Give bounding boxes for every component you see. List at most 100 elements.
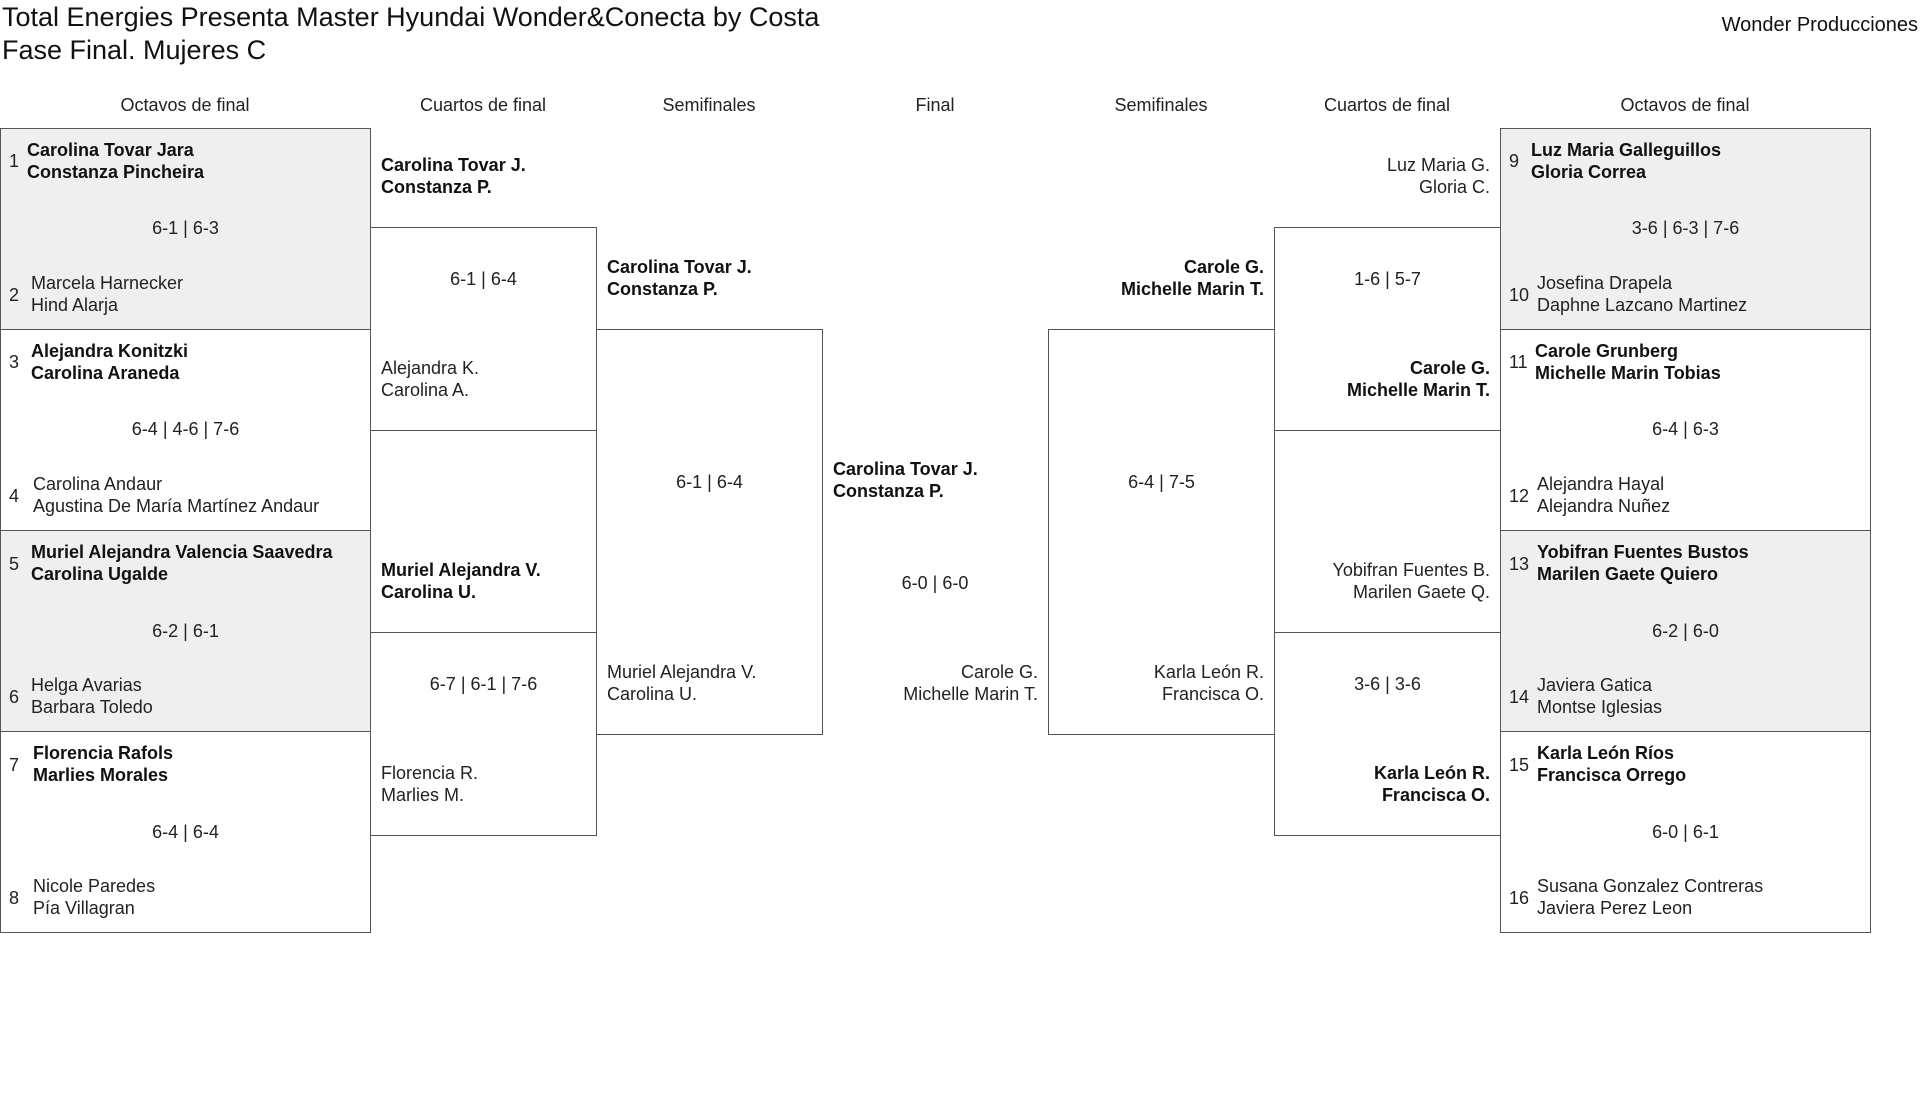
player-name: Gloria Correa — [1531, 162, 1647, 182]
match-score: 6-4 | 4-6 | 7-6 — [131, 419, 240, 439]
r16-pair[interactable]: Helga Avarias Barbara Toledo — [31, 674, 153, 718]
producer-label: Wonder Producciones — [1721, 14, 1918, 36]
sf-match-box — [596, 329, 823, 735]
r16-pair[interactable]: Alejandra Hayal Alejandra Nuñez — [1537, 473, 1670, 517]
seed-number: 16 — [1509, 888, 1530, 908]
sf-match-box — [1048, 329, 1275, 735]
r16-pair-winner[interactable]: Muriel Alejandra Valencia Saavedra Carol… — [31, 541, 332, 585]
player-name: Carole G. — [1183, 257, 1264, 277]
player-name: Muriel Alejandra Valencia Saavedra — [31, 542, 333, 562]
player-name: Carolina U. — [607, 684, 698, 704]
r16-pair-winner[interactable]: Luz Maria Galleguillos Gloria Correa — [1531, 139, 1721, 183]
player-name: Constanza P. — [833, 481, 944, 501]
sf-pair-winner[interactable]: Carolina Tovar J. Constanza P. — [607, 256, 752, 300]
qf-pair-winner[interactable]: Carole G. Michelle Marin T. — [1274, 357, 1490, 401]
player-name: Marcela Harnecker — [31, 273, 184, 293]
round-header-right-qf: Cuartos de final — [1323, 95, 1451, 115]
r16-pair-winner[interactable]: Karla León Ríos Francisca Orrego — [1537, 742, 1686, 786]
qf-pair[interactable]: Alejandra K. Carolina A. — [381, 357, 479, 401]
qf-pair[interactable]: Yobifran Fuentes B. Marilen Gaete Q. — [1274, 559, 1490, 603]
player-name: Susana Gonzalez Contreras — [1537, 876, 1764, 896]
seed-number: 9 — [1509, 151, 1520, 171]
player-name: Marlies Morales — [33, 765, 169, 785]
r16-pair[interactable]: Marcela Harnecker Hind Alarja — [31, 272, 183, 316]
seed-number: 15 — [1509, 755, 1530, 775]
player-name: Constanza P. — [381, 177, 492, 197]
r16-pair[interactable]: Javiera Gatica Montse Iglesias — [1537, 674, 1662, 718]
player-name: Carole G. — [1409, 358, 1490, 378]
r16-pair[interactable]: Nicole Paredes Pía Villagran — [33, 875, 155, 919]
qf-pair-winner[interactable]: Carolina Tovar J. Constanza P. — [381, 154, 526, 198]
r16-pair-winner[interactable]: Carolina Tovar Jara Constanza Pincheira — [27, 139, 204, 183]
player-name: Carolina Tovar J. — [381, 155, 526, 175]
qf-pair[interactable]: Florencia R. Marlies M. — [381, 762, 478, 806]
sf-pair[interactable]: Karla León R. Francisca O. — [1048, 661, 1264, 705]
r16-match-box — [1500, 128, 1871, 330]
r16-pair-winner[interactable]: Alejandra Konitzki Carolina Araneda — [31, 340, 188, 384]
player-name: Carolina Andaur — [33, 474, 163, 494]
seed-number: 13 — [1509, 554, 1530, 574]
r16-pair-winner[interactable]: Yobifran Fuentes Bustos Marilen Gaete Qu… — [1537, 541, 1749, 585]
r16-match-box — [1500, 731, 1871, 933]
player-name: Montse Iglesias — [1537, 697, 1663, 717]
seed-number: 8 — [9, 888, 20, 908]
player-name: Carolina A. — [381, 380, 470, 400]
player-name: Francisca O. — [1381, 785, 1490, 805]
match-score: 6-2 | 6-1 — [152, 621, 219, 641]
player-name: Carolina Araneda — [31, 363, 180, 383]
player-name: Marilen Gaete Q. — [1352, 582, 1490, 602]
seed-number: 6 — [9, 687, 20, 707]
page-title: Total Energies Presenta Master Hyundai W… — [2, 2, 820, 32]
seed-number: 1 — [9, 151, 20, 171]
player-name: Michelle Marin Tobias — [1535, 363, 1721, 383]
seed-number: 4 — [9, 486, 20, 506]
round-header-left-qf: Cuartos de final — [419, 95, 547, 115]
final-score: 6-0 | 6-0 — [901, 573, 969, 593]
player-name: Yobifran Fuentes B. — [1332, 560, 1490, 580]
seed-number: 5 — [9, 554, 20, 574]
player-name: Michelle Marin T. — [1120, 279, 1264, 299]
player-name: Pía Villagran — [33, 898, 135, 918]
match-score: 3-6 | 6-3 | 7-6 — [1631, 218, 1740, 238]
match-score: 3-6 | 3-6 — [1354, 674, 1421, 694]
player-name: Hind Alarja — [31, 295, 119, 315]
player-name: Carolina Tovar J. — [607, 257, 752, 277]
seed-number: 3 — [9, 352, 20, 372]
player-name: Francisca Orrego — [1537, 765, 1687, 785]
seed-number: 11 — [1509, 352, 1528, 372]
r16-pair[interactable]: Susana Gonzalez Contreras Javiera Perez … — [1537, 875, 1763, 919]
r16-pair-winner[interactable]: Florencia Rafols Marlies Morales — [33, 742, 173, 786]
player-name: Carole G. — [960, 662, 1038, 682]
player-name: Alejandra K. — [381, 358, 480, 378]
sf-pair-winner[interactable]: Carole G. Michelle Marin T. — [1048, 256, 1264, 300]
player-name: Yobifran Fuentes Bustos — [1537, 542, 1749, 562]
seed-number: 10 — [1509, 285, 1530, 305]
match-score: 6-1 | 6-4 — [676, 472, 743, 492]
player-name: Nicole Paredes — [33, 876, 156, 896]
player-name: Marilen Gaete Quiero — [1537, 564, 1719, 584]
match-score: 6-1 | 6-3 — [152, 218, 219, 238]
player-name: Carolina Tovar J. — [833, 459, 978, 479]
player-name: Javiera Gatica — [1537, 675, 1653, 695]
r16-pair[interactable]: Carolina Andaur Agustina De María Martín… — [33, 473, 319, 517]
r16-pair[interactable]: Josefina Drapela Daphne Lazcano Martinez — [1537, 272, 1747, 316]
player-name: Luz Maria Galleguillos — [1531, 140, 1722, 160]
r16-pair-winner[interactable]: Carole Grunberg Michelle Marin Tobias — [1535, 340, 1721, 384]
player-name: Karla León R. — [1373, 763, 1490, 783]
match-score: 6-4 | 6-4 — [152, 822, 219, 842]
match-score: 6-4 | 7-5 — [1128, 472, 1195, 492]
final-runner-up[interactable]: Carole G. Michelle Marin T. — [822, 661, 1038, 705]
r16-match-box — [0, 530, 371, 732]
player-name: Muriel Alejandra V. — [381, 560, 541, 580]
player-name: Karla León R. — [1153, 662, 1264, 682]
player-name: Helga Avarias — [31, 675, 142, 695]
seed-number: 2 — [9, 285, 20, 305]
qf-pair-winner[interactable]: Muriel Alejandra V. Carolina U. — [381, 559, 541, 603]
round-header-final: Final — [915, 95, 955, 115]
player-name: Carolina U. — [381, 582, 477, 602]
qf-pair-winner[interactable]: Karla León R. Francisca O. — [1274, 762, 1490, 806]
qf-pair[interactable]: Luz Maria G. Gloria C. — [1274, 154, 1490, 198]
sf-pair[interactable]: Muriel Alejandra V. Carolina U. — [607, 661, 756, 705]
final-champion[interactable]: Carolina Tovar J. Constanza P. — [833, 458, 978, 502]
player-name: Constanza P. — [607, 279, 718, 299]
